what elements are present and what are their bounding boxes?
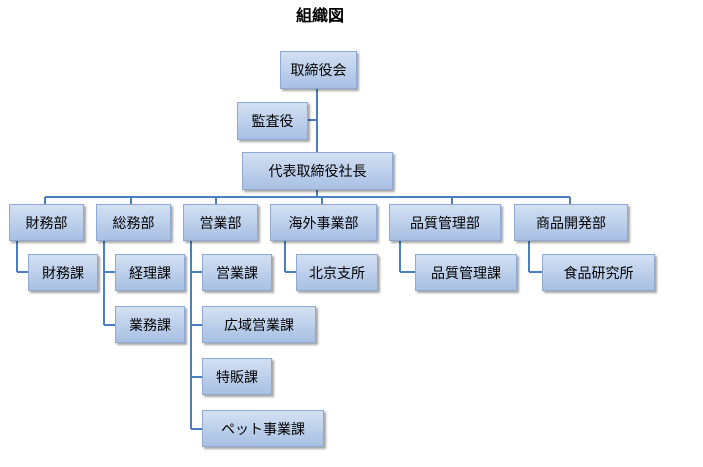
node-department: 総務部 bbox=[96, 204, 171, 241]
node-president: 代表取締役社長 bbox=[242, 152, 393, 190]
node-section: 特販課 bbox=[202, 358, 272, 395]
node-auditor: 監査役 bbox=[237, 102, 308, 140]
node-department: 財務部 bbox=[9, 204, 84, 241]
node-department: 品質管理部 bbox=[389, 204, 501, 241]
node-department: 海外事業部 bbox=[270, 204, 377, 241]
node-section: 経理課 bbox=[115, 254, 185, 291]
node-section: ペット事業課 bbox=[202, 410, 324, 447]
node-section: 食品研究所 bbox=[542, 254, 655, 291]
node-section: 広域営業課 bbox=[202, 306, 316, 343]
node-department: 営業部 bbox=[183, 204, 258, 241]
chart-title: 組織図 bbox=[295, 6, 344, 25]
node-section: 業務課 bbox=[115, 306, 185, 343]
node-section: 北京支所 bbox=[296, 254, 378, 291]
node-section: 営業課 bbox=[202, 254, 272, 291]
node-section: 財務課 bbox=[28, 254, 98, 291]
node-section: 品質管理課 bbox=[415, 254, 517, 291]
node-board: 取締役会 bbox=[280, 51, 357, 89]
node-department: 商品開発部 bbox=[514, 204, 628, 241]
